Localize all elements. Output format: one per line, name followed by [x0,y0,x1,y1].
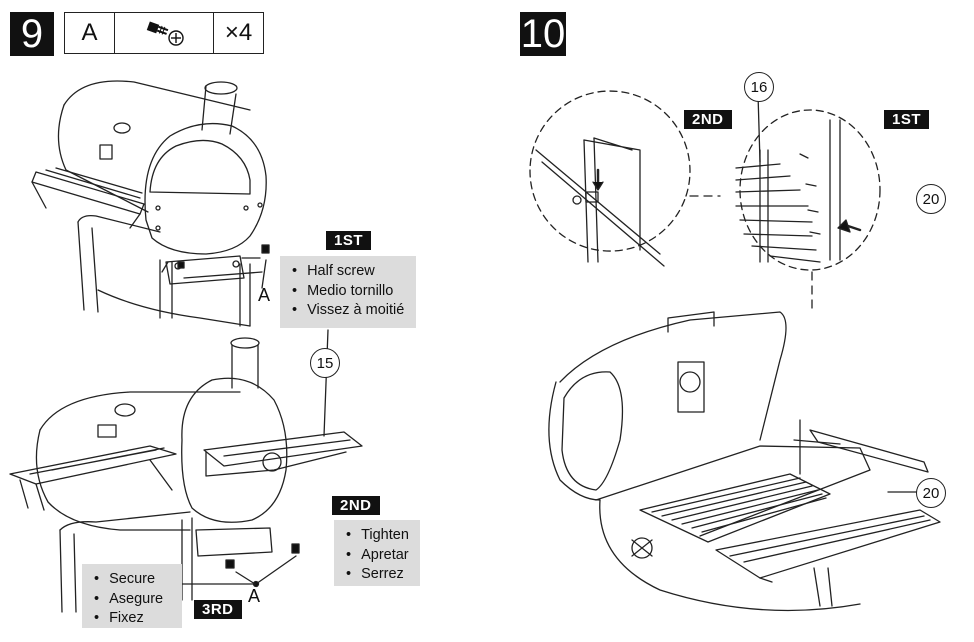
note-tighten: Tighten Apretar Serrez [334,520,420,586]
badge-1st-step10: 1ST [884,110,930,129]
callout-20-main: 20 [916,478,946,508]
note-line: Half screw [292,262,406,282]
note-line: Medio tornillo [292,282,406,302]
step-10-number: 10 [520,11,566,56]
badge-1st-step9: 1ST [326,231,372,250]
note-half-screw: Half screw Medio tornillo Vissez à moiti… [280,256,416,328]
callout-15: 15 [310,348,340,378]
note-secure: Secure Asegure Fixez [82,564,182,628]
part-quantity: ×4 [224,19,253,46]
grill-illustration-bottom [10,330,362,612]
part-label-a-bottom: A [248,586,261,606]
detail-1st-parts [736,94,860,310]
part-letter: A [65,13,115,53]
detail-2nd-parts [536,138,720,266]
callout-20-detail: 20 [916,184,946,214]
badge-3rd-step9: 3RD [194,600,242,619]
note-line: Fixez [94,609,172,629]
note-line: Tighten [346,526,410,546]
badge-2nd-step10: 2ND [684,110,732,129]
part-label-a-top: A [258,285,271,305]
screw-icon [115,13,214,53]
note-line: Vissez à moitié [292,301,406,321]
parts-table: A ×4 [64,12,264,54]
callout-16: 16 [744,72,774,102]
grill-illustration-top [32,81,269,326]
detail-2nd-illustration [530,91,690,251]
step-9-number: 9 [10,12,54,56]
note-line: Apretar [346,546,410,566]
note-line: Serrez [346,565,410,585]
grill-illustration-main [549,312,940,610]
note-line: Asegure [94,590,172,610]
note-line: Secure [94,570,172,590]
badge-2nd-step9: 2ND [332,496,380,515]
detail-1st-illustration [740,110,880,270]
